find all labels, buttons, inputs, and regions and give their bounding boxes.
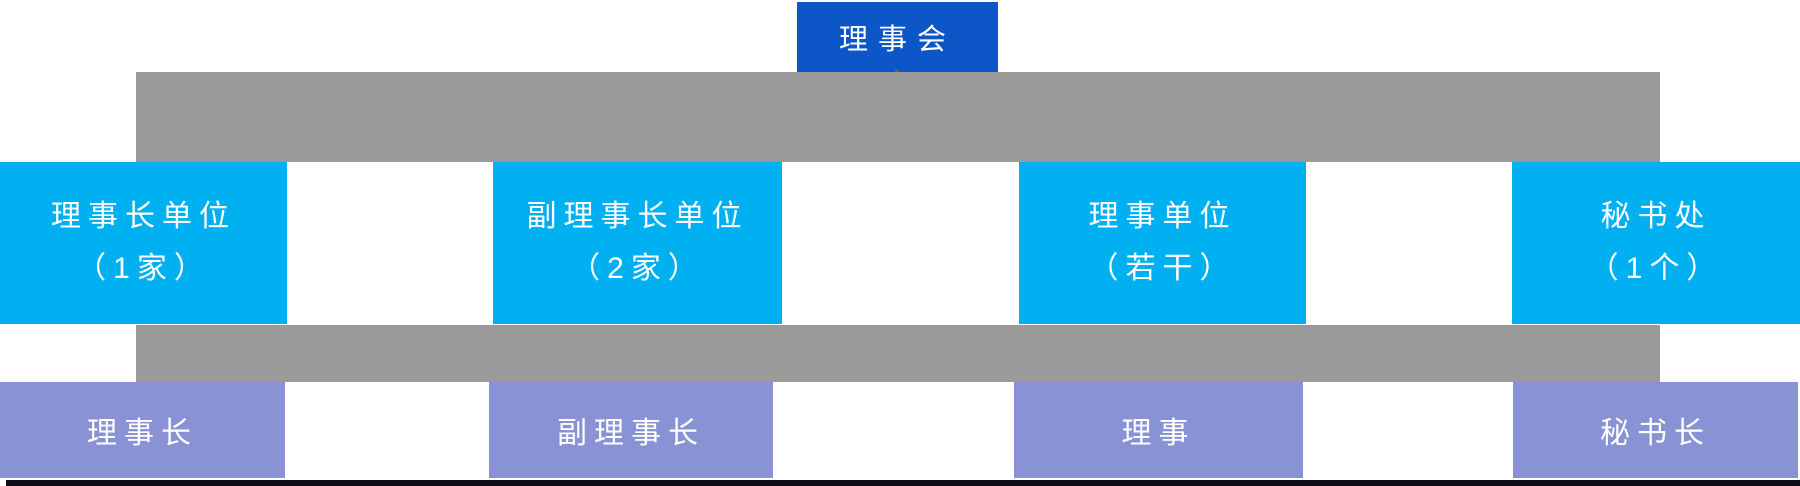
role-box-secretary-general: 秘书长 (1513, 382, 1798, 478)
unit-box-title: 理事单位 (1088, 200, 1237, 233)
root-box-council: 理事会 (797, 2, 998, 72)
role-box-label: 副理事长 (557, 417, 705, 450)
unit-box-vice-chairman-unit: 副理事长单位 （2家） (493, 162, 782, 324)
unit-box-chairman-unit: 理事长单位 （1家） (0, 162, 287, 324)
unit-box-count: （若干） (1088, 252, 1237, 285)
connector-bar-upper (136, 72, 1660, 162)
role-box-label: 理事长 (87, 417, 198, 450)
unit-box-title: 理事长单位 (51, 200, 236, 233)
unit-box-title: 秘书处 (1600, 200, 1712, 233)
role-box-label: 秘书长 (1600, 417, 1711, 450)
root-box-label: 理事会 (838, 24, 956, 56)
role-box-label: 理事 (1121, 417, 1196, 450)
connector-bar-lower (136, 325, 1660, 382)
bottom-baseline (6, 480, 1800, 486)
role-box-chairman: 理事长 (0, 382, 285, 478)
role-box-vice-chairman: 副理事长 (489, 382, 773, 478)
unit-box-secretariat: 秘书处 （1个） (1512, 162, 1800, 324)
role-box-director: 理事 (1014, 382, 1303, 478)
unit-box-count: （1个） (1588, 252, 1724, 285)
unit-box-count: （2家） (570, 252, 705, 285)
unit-box-title: 副理事长单位 (526, 200, 749, 233)
unit-box-director-unit: 理事单位 （若干） (1019, 162, 1306, 324)
unit-box-count: （1家） (76, 252, 211, 285)
